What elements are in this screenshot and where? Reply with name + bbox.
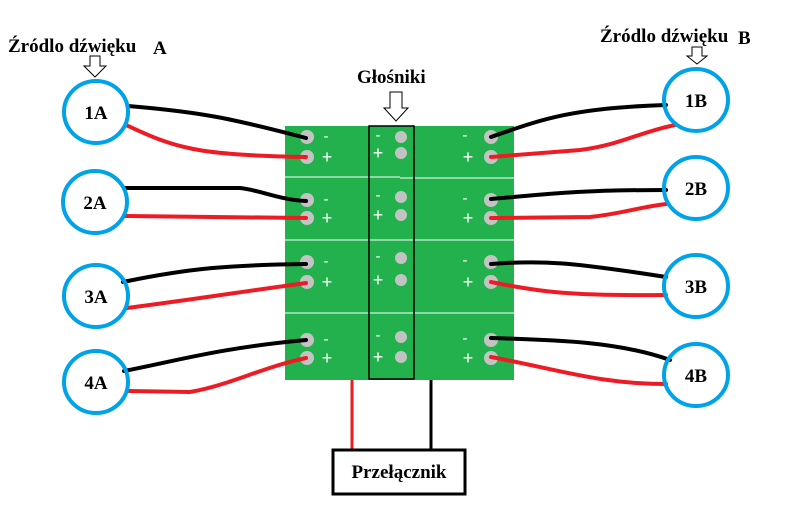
wire-2b-positive: [489, 202, 668, 220]
sign-left-minus: -: [324, 128, 329, 145]
source-1b[interactable]: 1B: [662, 67, 730, 133]
wire-2b-negative: [489, 188, 668, 201]
sign-right-plus: +: [463, 348, 474, 368]
sign-speaker-plus: +: [373, 205, 384, 225]
sign-speaker-minus: -: [376, 187, 381, 204]
switch-box-outline: [331, 448, 467, 496]
sign-speaker-minus: -: [376, 327, 381, 344]
pad-speaker-positive: [395, 274, 407, 286]
sign-left-minus: -: [324, 253, 329, 270]
pad-speaker-negative: [395, 191, 407, 203]
sign-right-minus: -: [463, 252, 468, 269]
wire-2a-positive: [122, 214, 308, 220]
source-label: 2A: [83, 193, 107, 214]
sign-speaker-plus: +: [373, 347, 384, 367]
sign-right-minus: -: [463, 330, 468, 347]
source-1a[interactable]: 1A: [62, 79, 130, 145]
source-3a[interactable]: 3A: [62, 263, 130, 329]
sign-left-plus: +: [322, 208, 333, 228]
wire-4a-negative: [122, 338, 308, 373]
sign-left-minus: -: [324, 191, 329, 208]
source-4b[interactable]: 4B: [662, 342, 730, 408]
pad-speaker-positive: [395, 351, 407, 363]
sign-right-plus: +: [463, 208, 474, 228]
pad-speaker-negative: [395, 252, 407, 264]
wire-3a-negative: [121, 262, 308, 284]
switch-label: Przełącznik: [352, 462, 447, 483]
source-label: 1B: [685, 91, 708, 112]
wire-1a-positive: [124, 123, 308, 159]
sign-left-plus: +: [322, 272, 333, 292]
sign-right-plus: +: [463, 272, 474, 292]
switch-box[interactable]: Przełącznik: [331, 448, 467, 496]
pad-left-negative: [300, 255, 314, 269]
sign-speaker-minus: -: [376, 248, 381, 265]
board-dividers: [285, 176, 514, 314]
wire-4b-positive: [489, 355, 668, 386]
source-3b[interactable]: 3B: [662, 253, 730, 319]
wire-2a-negative: [122, 186, 308, 203]
wire-1b-positive: [489, 123, 677, 159]
source-ring: [662, 155, 730, 221]
source-ring: [61, 169, 129, 235]
pad-speaker-negative: [395, 331, 407, 343]
source-label: 2B: [685, 179, 708, 200]
sign-speaker-minus: -: [376, 127, 381, 144]
source-b-letter: B: [738, 28, 751, 49]
source-ring: [62, 263, 130, 329]
source-label: 4B: [685, 366, 708, 387]
wire-3b-negative: [489, 260, 668, 279]
source-label: 1A: [84, 103, 108, 124]
arrow-down-icon-speakers: [382, 91, 410, 122]
source-2b[interactable]: 2B: [662, 155, 730, 221]
source-ring: [662, 253, 730, 319]
sign-left-plus: +: [322, 348, 333, 368]
pad-speaker-positive: [395, 209, 407, 221]
source-b-title: Źródlo dźwięku: [600, 25, 729, 47]
source-4a[interactable]: 4A: [62, 349, 130, 415]
wire-1a-negative: [126, 104, 308, 140]
sign-right-minus: -: [463, 190, 468, 207]
source-ring: [62, 79, 130, 145]
wire-4a-positive: [127, 356, 308, 395]
speaker-column-outline: [368, 125, 415, 380]
wire-1b-negative: [489, 103, 668, 139]
sign-right-minus: -: [463, 127, 468, 144]
pad-speaker-negative: [395, 131, 407, 143]
arrow-down-icon-source-b: [685, 46, 709, 65]
wire-4b-negative: [489, 336, 672, 362]
sign-left-minus: -: [324, 331, 329, 348]
sign-speaker-plus: +: [373, 143, 384, 163]
source-label: 3B: [685, 277, 708, 298]
source-ring: [662, 67, 730, 133]
wire-3b-positive: [489, 280, 668, 298]
source-label: 3A: [84, 287, 108, 308]
wire-3a-positive: [125, 281, 308, 310]
sign-left-plus: +: [322, 147, 333, 167]
source-label: 4A: [84, 373, 108, 394]
wires: [121, 103, 677, 395]
sign-right-plus: +: [463, 147, 474, 167]
sign-speaker-plus: +: [373, 270, 384, 290]
pad-speaker-positive: [395, 147, 407, 159]
sources: 1A 2A 3A 4A 1B 2B 3B 4B: [61, 67, 730, 415]
source-ring: [662, 342, 730, 408]
source-a-letter: A: [153, 38, 167, 59]
terminal-signs: -+-+-+-+-+-+-+-+-+-+-+-+: [322, 127, 474, 368]
arrow-down-icon-source-a: [82, 55, 108, 78]
source-a-title: Źródlo dźwięku: [8, 35, 137, 57]
speakers-title: Głośniki: [357, 67, 426, 88]
source-ring: [62, 349, 130, 415]
source-2a[interactable]: 2A: [61, 169, 129, 235]
